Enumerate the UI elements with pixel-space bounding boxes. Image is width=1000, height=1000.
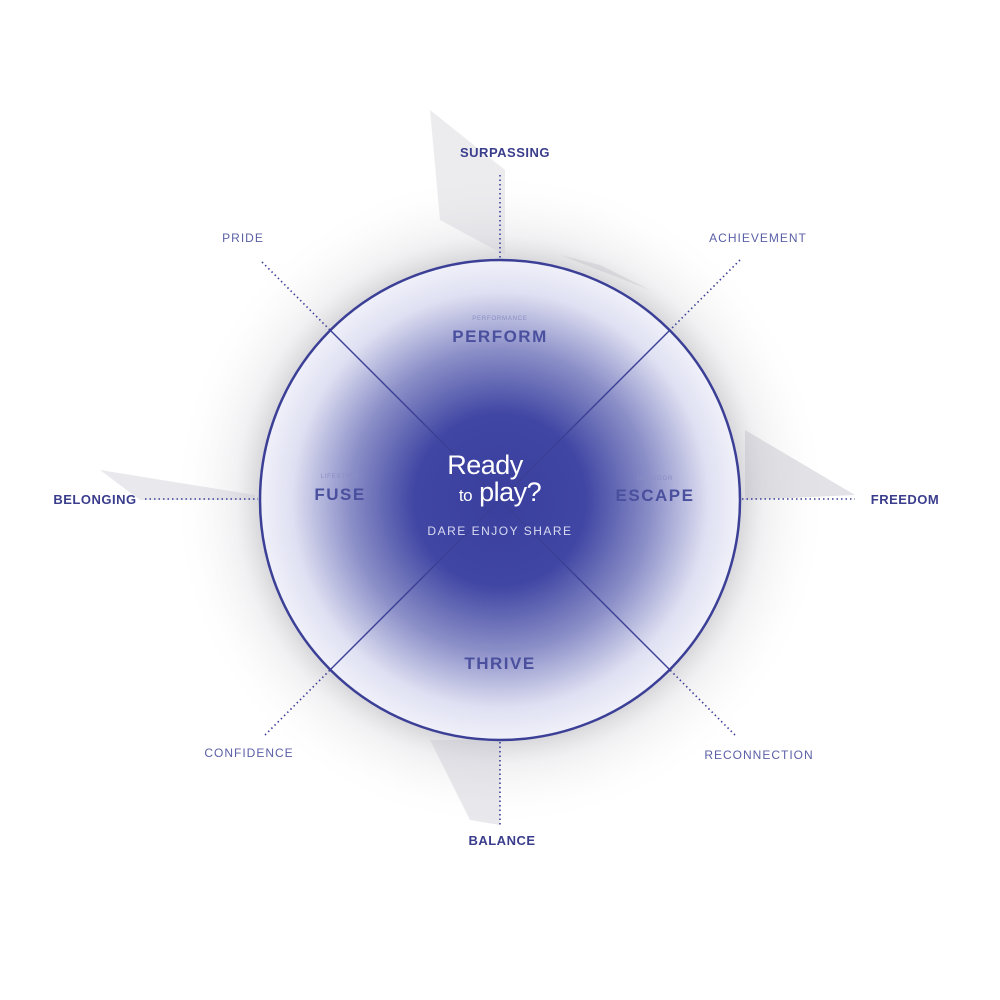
- ext-bottom-left: [264, 669, 331, 736]
- axis-right-label: FREEDOM: [870, 492, 940, 507]
- ext-top-right: [669, 259, 741, 331]
- segment-right-category: OUTDOOR: [636, 476, 674, 482]
- streak-top-right: [560, 255, 650, 290]
- ext-bottom-right: [669, 669, 736, 736]
- segment-bottom-category: WELLNESS: [480, 644, 520, 650]
- axis-left-label: BELONGING: [53, 492, 137, 507]
- segment-top-category: PERFORMANCE: [472, 316, 528, 322]
- streak-shadows: [100, 110, 855, 825]
- diagonal-bottom-left-label: CONFIDENCE: [204, 746, 294, 760]
- streak-right: [745, 430, 855, 500]
- center-title-small: to: [458, 486, 473, 505]
- diagonal-top-left-label: PRIDE: [222, 231, 264, 245]
- segment-bottom-label: THRIVE: [464, 654, 536, 673]
- diagonal-top-right-label: ACHIEVEMENT: [709, 231, 807, 245]
- segment-left-label: FUSE: [314, 485, 366, 504]
- streak-top: [430, 110, 505, 255]
- segment-left-category: LIFESTYLE: [320, 474, 360, 480]
- axis-top-label: SURPASSING: [460, 145, 550, 160]
- streak-left: [100, 470, 255, 500]
- streak-bottom: [430, 740, 500, 825]
- center-tagline: DARE ENJOY SHARE: [427, 524, 573, 538]
- axis-bottom-label: BALANCE: [468, 833, 536, 848]
- diagonal-anti: [329, 329, 671, 671]
- segment-right-label: ESCAPE: [615, 486, 695, 505]
- center-title-line2-wrap: to play?: [435, 477, 565, 508]
- diagonal-bottom-right-label: RECONNECTION: [704, 748, 814, 762]
- center-title-line1: Ready: [447, 450, 523, 480]
- dotted-extensions: [145, 175, 855, 825]
- inner-diagonals: [329, 329, 671, 671]
- center-title-line2: play?: [479, 477, 542, 507]
- segment-top-label: PERFORM: [452, 327, 548, 346]
